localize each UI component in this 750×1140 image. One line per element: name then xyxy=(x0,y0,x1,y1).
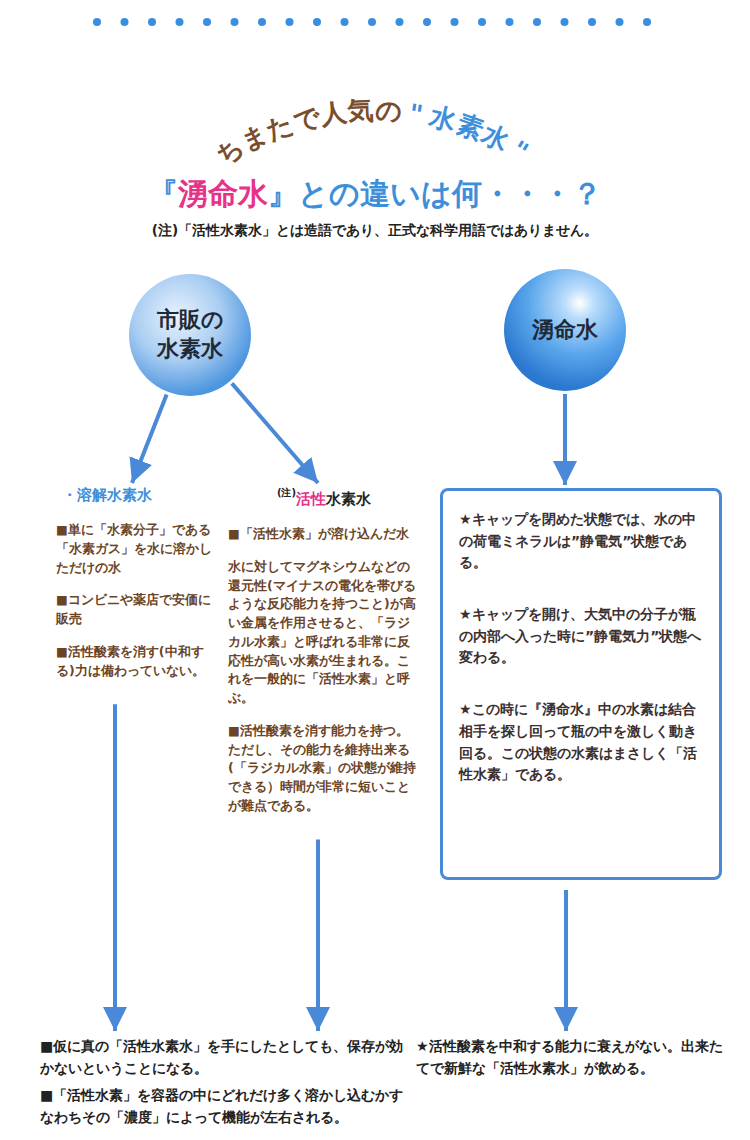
circle-node: 湧命水 xyxy=(503,268,627,392)
body-text: ■仮に真の「活性水素水」を手にしたとしても、保存が効かないということになる。 xyxy=(40,1036,410,1079)
dot xyxy=(121,18,129,26)
dot xyxy=(561,18,569,26)
circle-fill xyxy=(504,269,626,391)
arc-char: 気 xyxy=(347,93,375,129)
dot xyxy=(451,18,459,26)
arrow-connector xyxy=(564,890,568,1031)
circle-fill xyxy=(129,274,251,396)
dot xyxy=(148,18,156,26)
dot xyxy=(396,18,404,26)
circle-node: 市販の水素水 xyxy=(128,273,252,397)
dot xyxy=(423,18,431,26)
arc-char: の xyxy=(374,93,403,129)
arrow-connector xyxy=(132,395,167,483)
text-run: 活性 xyxy=(296,490,326,508)
dot xyxy=(368,18,376,26)
column-heading: (注)活性水素水 xyxy=(228,486,420,509)
info-box: ★キャップを閉めた状態では、水の中の荷電ミネラルは”静電気”状態である。 ★キャッ… xyxy=(440,488,722,880)
arched-label: ちまたで人気の"水素水" xyxy=(0,0,750,170)
arrow-connector xyxy=(232,383,318,483)
dot xyxy=(258,18,266,26)
dot xyxy=(341,18,349,26)
arc-char: " xyxy=(407,98,425,130)
arrow-connector xyxy=(316,840,320,1032)
arc-char: " xyxy=(506,135,533,168)
heading-text: (注) xyxy=(277,487,296,498)
text-run: 』との違いは何・・・？ xyxy=(268,176,602,211)
circle-label: 湧命水 xyxy=(529,316,601,345)
dot xyxy=(478,18,486,26)
dot xyxy=(643,18,651,26)
text-column: (注)活性水素水 ■「活性水素」が溶け込んだ水水に対してマグネシウムなどの還元性(… xyxy=(228,486,420,830)
dot xyxy=(176,18,184,26)
body-text: ■「活性水素」を容器の中にどれだけ多く溶かし込むかすなわちその「濃度」によって機… xyxy=(40,1085,410,1128)
text-run: 湧命水 xyxy=(178,176,268,211)
body-text: ■活性酸素を消す(中和する)力は備わっていない。 xyxy=(56,643,218,681)
arrow-connector xyxy=(563,394,567,485)
heading-text: 活性水素水 xyxy=(296,490,371,508)
heading-text: ・溶解水素水 xyxy=(56,486,218,505)
conclusion-text: ■仮に真の「活性水素水」を手にしたとしても、保存が効かないということになる。 ■「… xyxy=(40,1036,410,1135)
body-text: ■活性酸素を消す能力を持つ。ただし、その能力を維持出来る(「ラジカル水素」の状態… xyxy=(228,722,420,816)
dot xyxy=(313,18,321,26)
arrow-connector xyxy=(113,704,117,1031)
text-run: 水素水 xyxy=(326,490,371,508)
body-text: ■コンビニや薬店で安価に販売 xyxy=(56,591,218,629)
dot xyxy=(286,18,294,26)
note: (注)「活性水素水」とは造語であり、正式な科学用語ではありません。 xyxy=(0,222,750,240)
circle-shape xyxy=(128,273,252,397)
dot-row xyxy=(93,18,651,26)
dot xyxy=(533,18,541,26)
dot xyxy=(203,18,211,26)
text-run: 『 xyxy=(148,176,178,211)
text-column: ・溶解水素水 ■単に「水素分子」である「水素ガス」を水に溶かしただけの水 ■コンビニ… xyxy=(56,486,218,694)
dot xyxy=(588,18,596,26)
dot xyxy=(93,18,101,26)
dot xyxy=(616,18,624,26)
circle-label: 市販の水素水 xyxy=(154,306,226,363)
body-text: ★キャップを閉めた状態では、水の中の荷電ミネラルは”静電気”状態である。 xyxy=(459,509,705,574)
body-text: ★この時に『湧命水』中の水素は結合相手を探し回って瓶の中を激しく動き回る。この状… xyxy=(459,699,705,786)
dot xyxy=(506,18,514,26)
conclusion-text: ★活性酸素を中和する能力に衰えがない。出来たてで新鮮な「活性水素水」が飲める。 xyxy=(416,1036,736,1085)
body-text: ■「活性水素」が溶け込んだ水 xyxy=(228,525,420,544)
main-title: 『湧命水』との違いは何・・・？ xyxy=(0,174,750,215)
arc-char: 人 xyxy=(318,95,349,133)
dot xyxy=(231,18,239,26)
body-text: 水に対してマグネシウムなどの還元性(マイナスの電化を帯びるような反応能力を持つこ… xyxy=(228,558,420,708)
body-text: ★キャップを開け、大気中の分子が瓶の内部へ入った時に”静電気力”状態へ変わる。 xyxy=(459,604,705,669)
body-text: ■単に「水素分子」である「水素ガス」を水に溶かしただけの水 xyxy=(56,521,218,577)
body-text: ★活性酸素を中和する能力に衰えがない。出来たてで新鮮な「活性水素水」が飲める。 xyxy=(416,1036,736,1079)
